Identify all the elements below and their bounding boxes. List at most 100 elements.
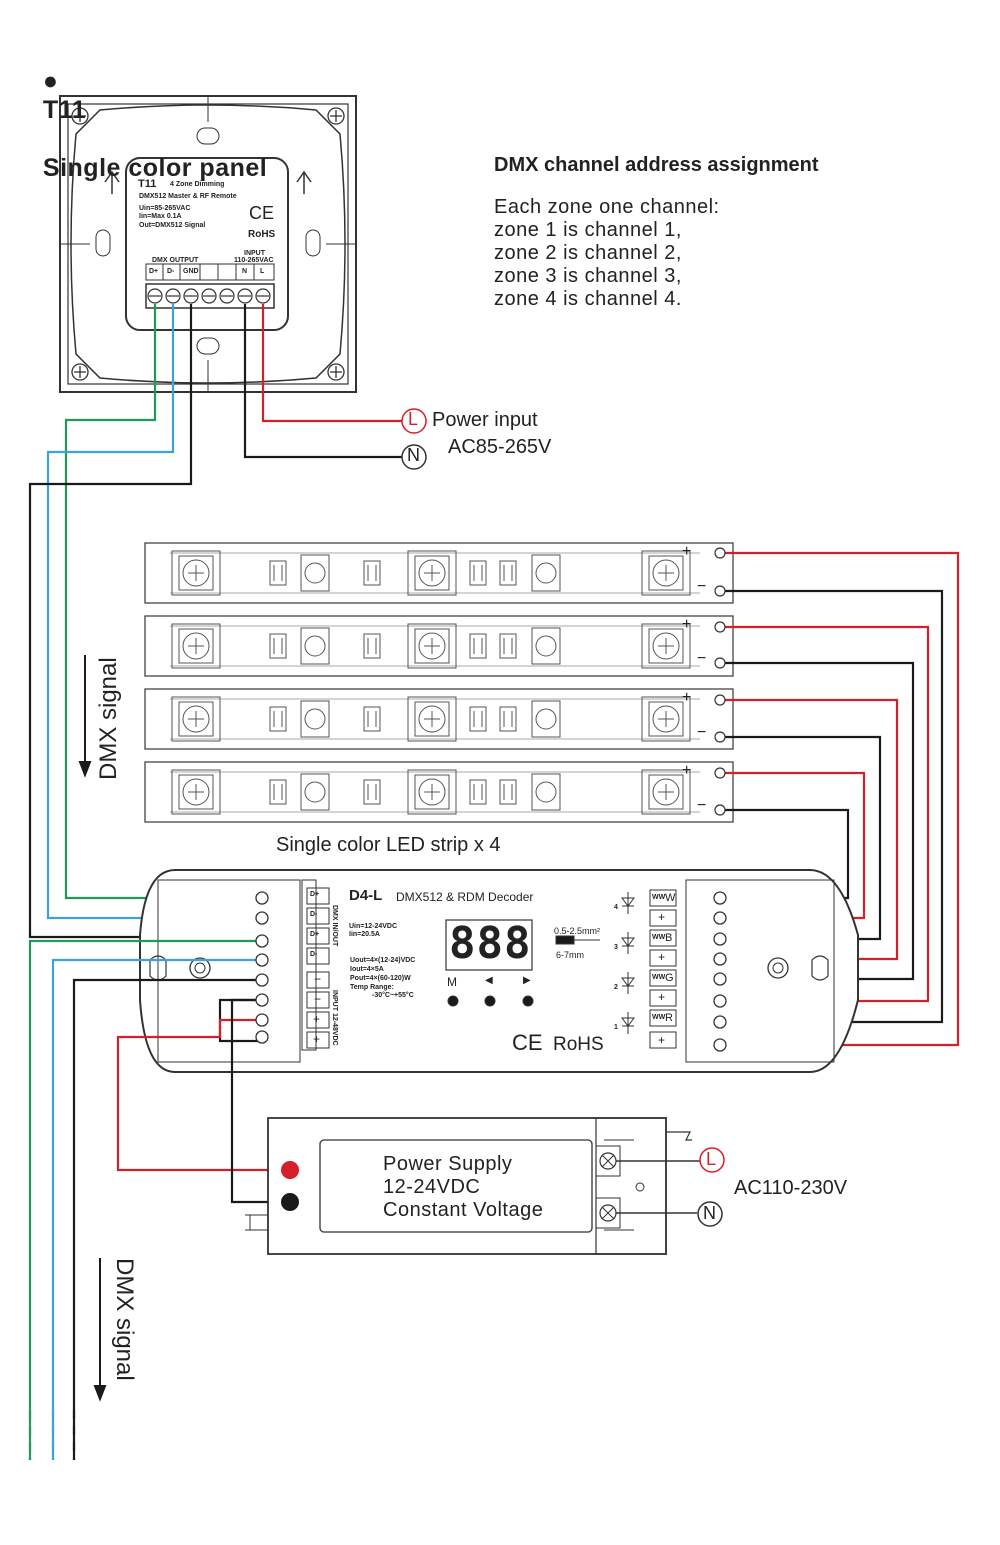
strip-plus: + bbox=[682, 762, 692, 779]
decoder-temp-values: -30°C~+55°C bbox=[372, 992, 414, 999]
resistor-mark bbox=[367, 784, 377, 800]
led-chip bbox=[171, 696, 221, 742]
led-chip-lens bbox=[418, 778, 446, 806]
decoder-uin: Uin=12-24VDC bbox=[349, 923, 398, 930]
decoder-terminal-label: + bbox=[313, 1032, 321, 1046]
resistor bbox=[469, 560, 487, 586]
panel-wires bbox=[28, 304, 402, 939]
decoder-channel-plus: + bbox=[658, 910, 666, 924]
strip-trace bbox=[170, 698, 700, 740]
resistor bbox=[499, 633, 517, 659]
resistor bbox=[499, 706, 517, 732]
strip-minus: − bbox=[697, 724, 707, 741]
panel-model: T11 bbox=[138, 178, 157, 190]
dmx-line: zone 1 is channel 1, bbox=[494, 219, 682, 241]
resistor bbox=[469, 779, 487, 805]
led-chip bbox=[641, 769, 691, 815]
led-chip-inner bbox=[414, 701, 450, 737]
power-input-markers bbox=[401, 408, 427, 470]
dmx-line: zone 3 is channel 3, bbox=[494, 265, 682, 287]
resistor bbox=[363, 706, 381, 732]
resistor bbox=[363, 560, 381, 586]
led-chip-inner bbox=[414, 555, 450, 591]
resistor-mark bbox=[367, 711, 377, 727]
decoder-channel-number: 3 bbox=[614, 944, 618, 951]
resistor-mark bbox=[273, 638, 283, 654]
psu-n-marker: N bbox=[703, 1203, 716, 1223]
led-chip-inner bbox=[414, 628, 450, 664]
decoder-ce-mark: CE bbox=[512, 1030, 543, 1055]
decoder-button-left: ◀ bbox=[485, 975, 493, 986]
decoder-channel-prefix: WW bbox=[652, 934, 666, 941]
led-chip-mark bbox=[424, 565, 440, 581]
psu-line: Power Supply bbox=[383, 1153, 513, 1175]
led-chip-inner bbox=[178, 555, 214, 591]
decoder-name: DMX512 & RDM Decoder bbox=[396, 890, 534, 904]
led-chip-inner bbox=[648, 774, 684, 810]
led-chip-small bbox=[300, 554, 330, 592]
led-chip-small bbox=[300, 773, 330, 811]
resistor-mark bbox=[367, 565, 377, 581]
led-chip-inner bbox=[414, 774, 450, 810]
led-chip-lens bbox=[418, 559, 446, 587]
led-chip-mark bbox=[658, 565, 674, 581]
decoder-button-right: ▶ bbox=[523, 975, 531, 986]
led-chip-small-lens bbox=[535, 708, 557, 730]
led-chip bbox=[171, 769, 221, 815]
led-chip-mark bbox=[658, 784, 674, 800]
strip-chips bbox=[170, 550, 700, 815]
decoder-channel-plus: + bbox=[658, 990, 666, 1004]
title-text: Single color panel bbox=[42, 154, 268, 182]
panel-subtitle: 4 Zone Dimming bbox=[170, 181, 225, 188]
resistor-mark bbox=[473, 638, 483, 654]
decoder-left-terminals bbox=[255, 891, 269, 1044]
panel-description: DMX512 Master & RF Remote bbox=[139, 193, 237, 200]
title-bullet: ● bbox=[42, 67, 59, 95]
strip-plus: + bbox=[682, 543, 692, 560]
resistor-mark bbox=[503, 784, 513, 800]
decoder-button-m: M bbox=[447, 975, 457, 989]
decoder-right-terminals bbox=[713, 891, 727, 1052]
decoder-uout: Uout=4×(12-24)VDC bbox=[350, 957, 416, 964]
decoder-temp-range: Temp Range: bbox=[350, 984, 394, 991]
panel-terminal-label: D- bbox=[167, 268, 175, 275]
led-chip-mark bbox=[424, 711, 440, 727]
led-chip-mark bbox=[658, 711, 674, 727]
led-chip-lens bbox=[652, 559, 680, 587]
strip-minus: − bbox=[697, 797, 707, 814]
led-chip bbox=[641, 550, 691, 596]
panel-out: Out=DMX512 Signal bbox=[139, 222, 206, 229]
led-chip-small-lens bbox=[535, 781, 557, 803]
resistor bbox=[363, 779, 381, 805]
dmx-line: Each zone one channel: bbox=[494, 196, 720, 218]
panel-iin: Iin=Max 0.1A bbox=[139, 213, 182, 220]
strip-trace bbox=[170, 552, 700, 594]
led-chip-mark bbox=[658, 638, 674, 654]
led-chip-small bbox=[531, 627, 561, 665]
led-chip-inner bbox=[648, 701, 684, 737]
decoder-input-side: INPUT 12-48VDC bbox=[331, 990, 338, 1046]
led-chip-inner bbox=[648, 555, 684, 591]
power-input-label: Power input bbox=[432, 409, 538, 431]
dmx-assignment-heading: DMX channel address assignment bbox=[494, 154, 819, 176]
led-chip-small-lens bbox=[535, 635, 557, 657]
decoder-display: 888 bbox=[449, 918, 532, 969]
resistor-mark bbox=[473, 711, 483, 727]
led-chip-lens bbox=[182, 705, 210, 733]
decoder-terminal-label: D- bbox=[310, 911, 318, 918]
led-chip-small bbox=[531, 773, 561, 811]
resistor bbox=[363, 633, 381, 659]
led-chip-lens bbox=[418, 632, 446, 660]
decoder-strip-spec: 6-7mm bbox=[556, 950, 585, 960]
ac-wires bbox=[616, 1160, 700, 1214]
decoder-terminal-label: + bbox=[313, 1012, 321, 1026]
led-chip-lens bbox=[652, 705, 680, 733]
dmx-continuation bbox=[28, 1410, 76, 1460]
decoder-channel-number: 1 bbox=[614, 1024, 618, 1031]
resistor bbox=[469, 706, 487, 732]
led-strips bbox=[144, 542, 734, 823]
panel-terminal-label: GND bbox=[183, 268, 199, 275]
dmx-line: zone 2 is channel 2, bbox=[494, 242, 682, 264]
power-supply-label: Power Supply 12-24VDC Constant Voltage bbox=[383, 1153, 543, 1222]
led-chip-small-lens bbox=[304, 781, 326, 803]
